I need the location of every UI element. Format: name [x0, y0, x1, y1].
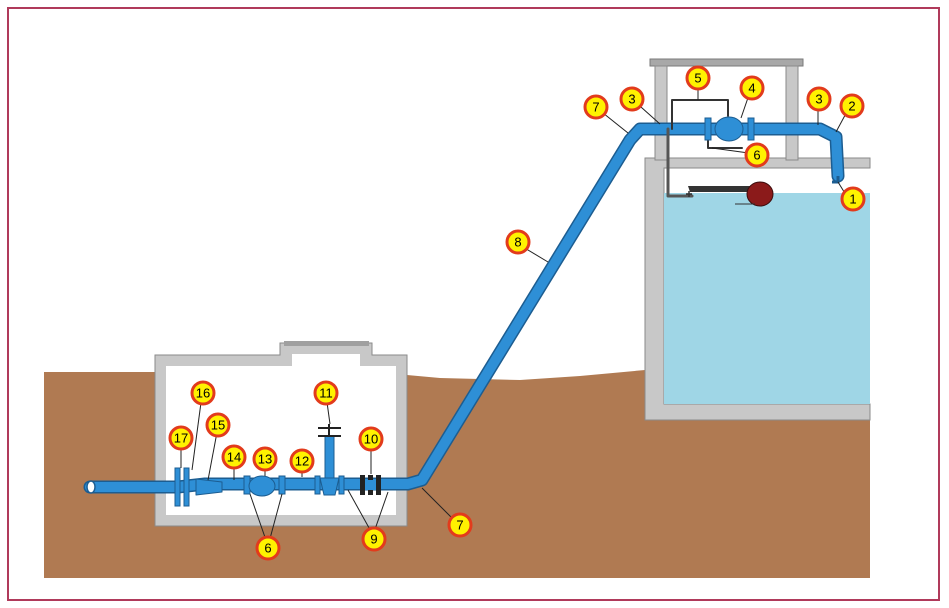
svg-text:17: 17 — [174, 431, 188, 446]
svg-text:6: 6 — [264, 541, 271, 556]
badge-7-bottom: 7 — [447, 512, 473, 538]
badge-13: 13 — [252, 446, 278, 472]
dismantling-joint — [360, 475, 381, 495]
float-valve — [686, 181, 774, 207]
badge-2: 2 — [839, 93, 865, 119]
badge-14: 14 — [221, 444, 247, 470]
badge-5: 5 — [685, 65, 711, 91]
badge-1: 1 — [840, 186, 866, 212]
badge-3-right: 3 — [806, 86, 832, 112]
fittings — [174, 117, 755, 507]
svg-text:2: 2 — [848, 99, 855, 114]
svg-text:15: 15 — [211, 418, 225, 433]
svg-text:13: 13 — [258, 452, 272, 467]
svg-text:9: 9 — [370, 532, 377, 547]
badge-6-bottom: 6 — [255, 535, 281, 561]
svg-text:10: 10 — [364, 432, 378, 447]
check-valve — [714, 116, 744, 142]
badge-10: 10 — [358, 426, 384, 452]
valve-house — [649, 58, 804, 161]
badge-9: 9 — [361, 526, 387, 552]
svg-text:4: 4 — [748, 81, 755, 96]
svg-text:7: 7 — [592, 100, 599, 115]
badge-16: 16 — [190, 380, 216, 406]
svg-text:8: 8 — [514, 235, 521, 250]
badge-17: 17 — [168, 425, 194, 451]
svg-text:7: 7 — [456, 518, 463, 533]
handwheel-icon — [318, 424, 341, 437]
badge-7-top: 7 — [583, 94, 609, 120]
badge-15: 15 — [205, 412, 231, 438]
tee-valve — [319, 477, 340, 496]
svg-text:12: 12 — [295, 454, 309, 469]
callout-badges: 1 2 3 3 7 5 4 6 8 7 9 10 11 12 13 14 15 … — [168, 65, 866, 561]
diagram-frame — [7, 7, 940, 601]
pipeline — [83, 99, 845, 496]
badge-3-left: 3 — [619, 86, 645, 112]
svg-text:11: 11 — [319, 386, 333, 401]
gate-valve — [248, 475, 276, 497]
svg-text:16: 16 — [196, 386, 210, 401]
badge-4: 4 — [739, 75, 765, 101]
badge-12: 12 — [289, 448, 315, 474]
svg-text:6: 6 — [753, 148, 760, 163]
svg-text:14: 14 — [227, 450, 241, 465]
svg-text:3: 3 — [815, 92, 822, 107]
badge-8: 8 — [505, 229, 531, 255]
water-body — [664, 193, 870, 404]
svg-text:5: 5 — [694, 71, 701, 86]
badge-6-top: 6 — [744, 142, 770, 168]
reservoir-tank — [644, 157, 871, 421]
svg-text:3: 3 — [628, 92, 635, 107]
badge-11: 11 — [313, 380, 339, 406]
svg-text:1: 1 — [849, 192, 856, 207]
